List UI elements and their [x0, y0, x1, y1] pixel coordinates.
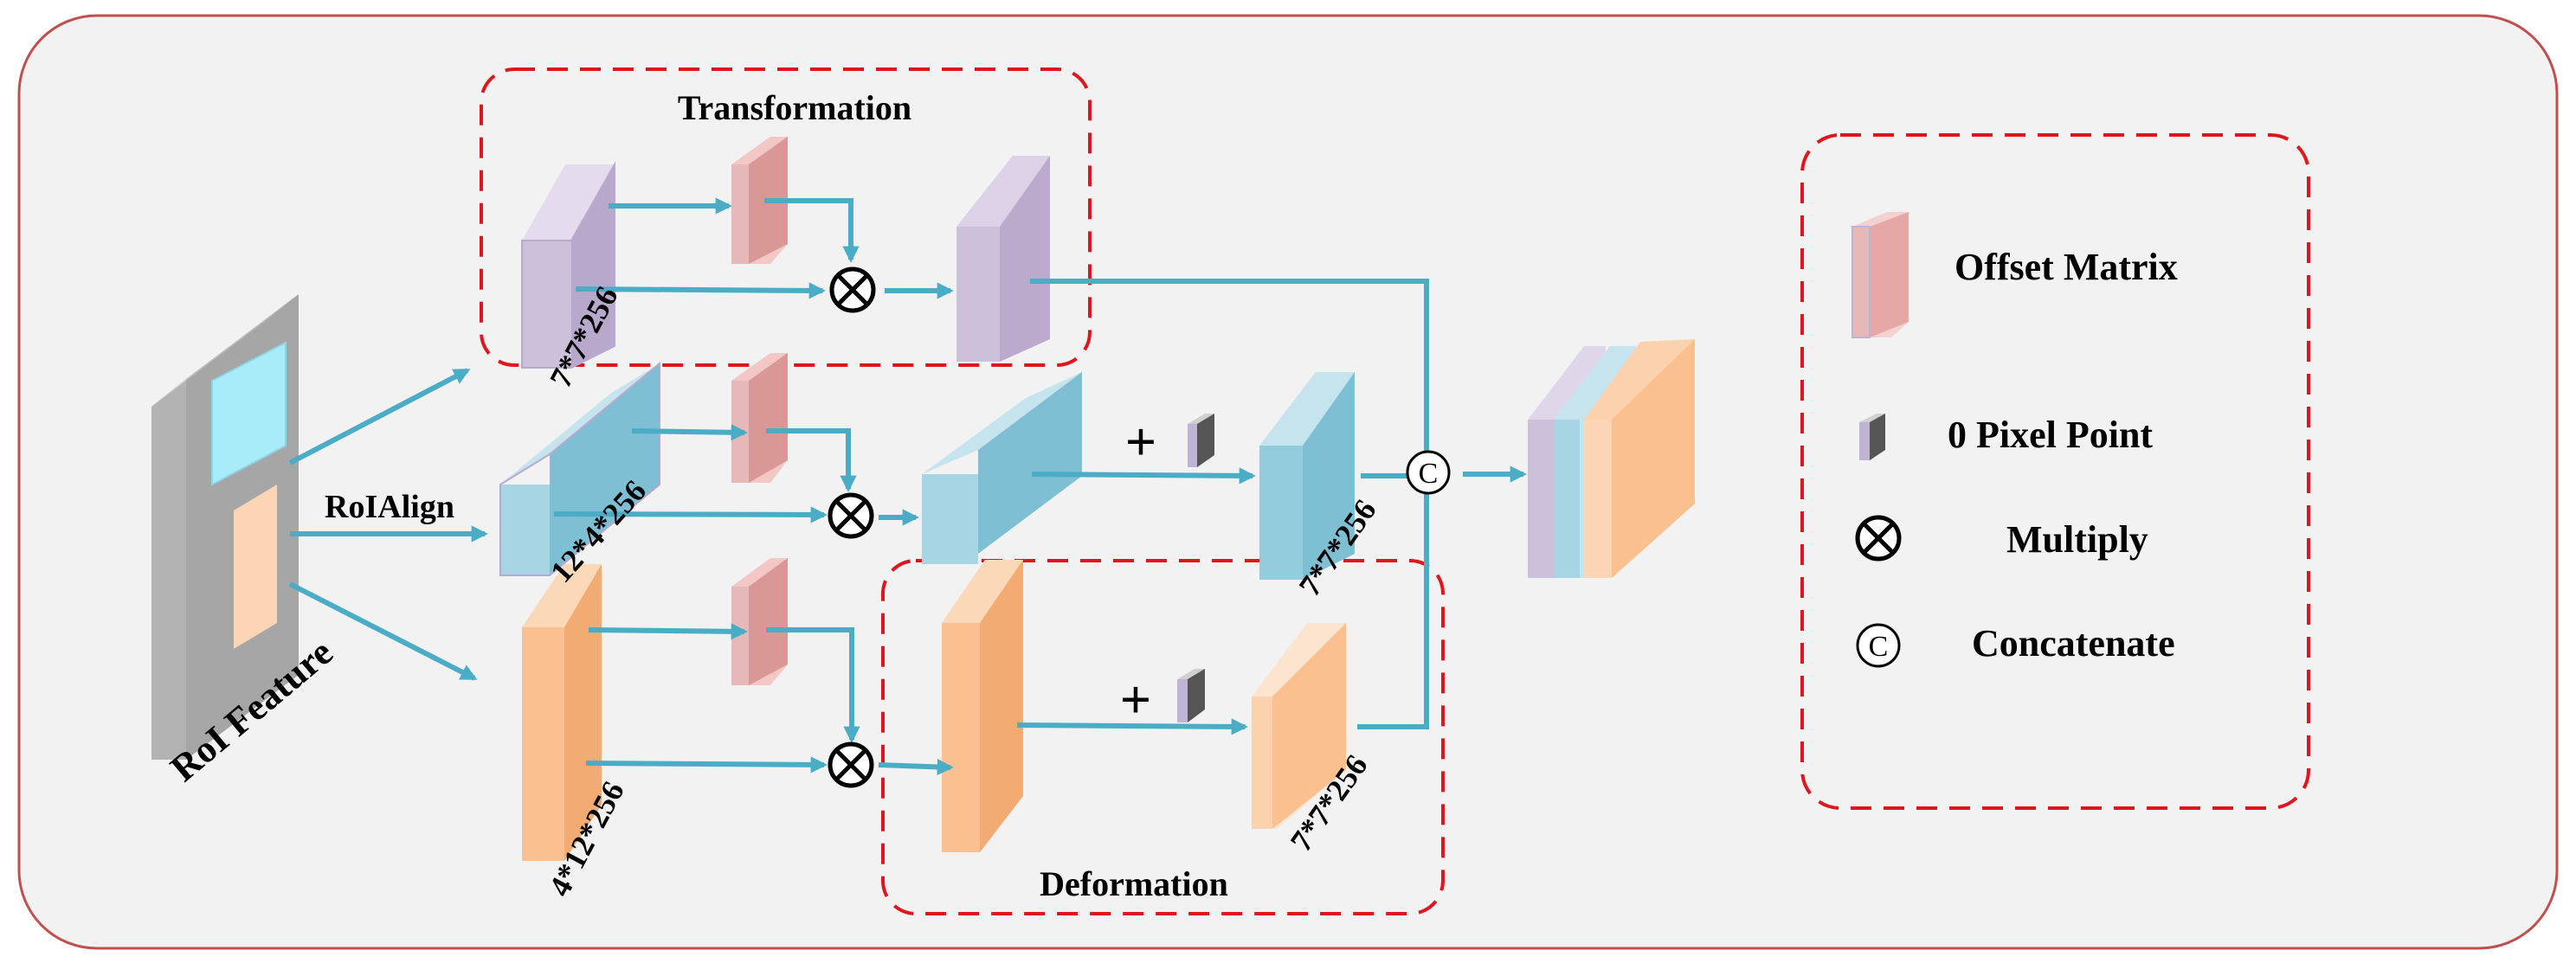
legend-pixel-point-label: 0 Pixel Point	[1948, 414, 2153, 456]
top-branch-arrows	[575, 197, 954, 299]
bottom-output-block	[1252, 623, 1346, 829]
top-output-block	[956, 156, 1050, 362]
multiply-icon-top	[829, 266, 876, 313]
concatenated-output-block	[1528, 339, 1695, 578]
multiply-icon-middle	[828, 492, 874, 539]
plus-sign-middle: +	[1125, 411, 1156, 472]
legend-box	[1800, 133, 2310, 810]
bottom-branch-arrows	[585, 493, 1429, 776]
middle-branch-arrows	[553, 424, 1527, 526]
middle-input-block	[499, 361, 660, 576]
deformation-box	[881, 559, 1445, 915]
concatenate-legend-icon: C	[1856, 623, 1901, 668]
roialign-arrows	[288, 368, 488, 681]
top-input-block	[521, 161, 615, 369]
legend-concatenate-label: Concatenate	[1972, 622, 2175, 664]
roialign-label: RoIAlign	[325, 489, 454, 525]
deformation-label: Deformation	[1040, 864, 1228, 903]
bottom-offset-block	[731, 558, 788, 685]
svg-text:C: C	[1869, 631, 1889, 663]
concatenate-icon: C	[1406, 450, 1451, 495]
transformation-box	[480, 67, 1092, 367]
multiply-icon-bottom	[828, 742, 874, 788]
transformation-label: Transformation	[678, 88, 911, 127]
plus-sign-bottom: +	[1120, 669, 1151, 730]
top-to-concat-line	[1030, 279, 1429, 455]
legend-multiply-label: Multiply	[2006, 518, 2148, 561]
bottom-pixel-point	[1177, 669, 1205, 722]
middle-deformed-block	[922, 372, 1082, 564]
pixel-point-legend-icon	[1859, 414, 1885, 460]
bottom-input-block	[522, 564, 602, 861]
multiply-legend-icon	[1855, 515, 1902, 562]
roi-feature-block	[151, 294, 299, 760]
legend-offset-matrix-label: Offset Matrix	[1955, 246, 2178, 288]
middle-pixel-point	[1188, 414, 1214, 467]
svg-text:C: C	[1419, 458, 1439, 490]
offset-matrix-legend-icon	[1852, 212, 1909, 338]
middle-offset-block	[731, 353, 788, 483]
bottom-deformed-block	[942, 560, 1023, 852]
middle-output-block	[1259, 372, 1355, 580]
